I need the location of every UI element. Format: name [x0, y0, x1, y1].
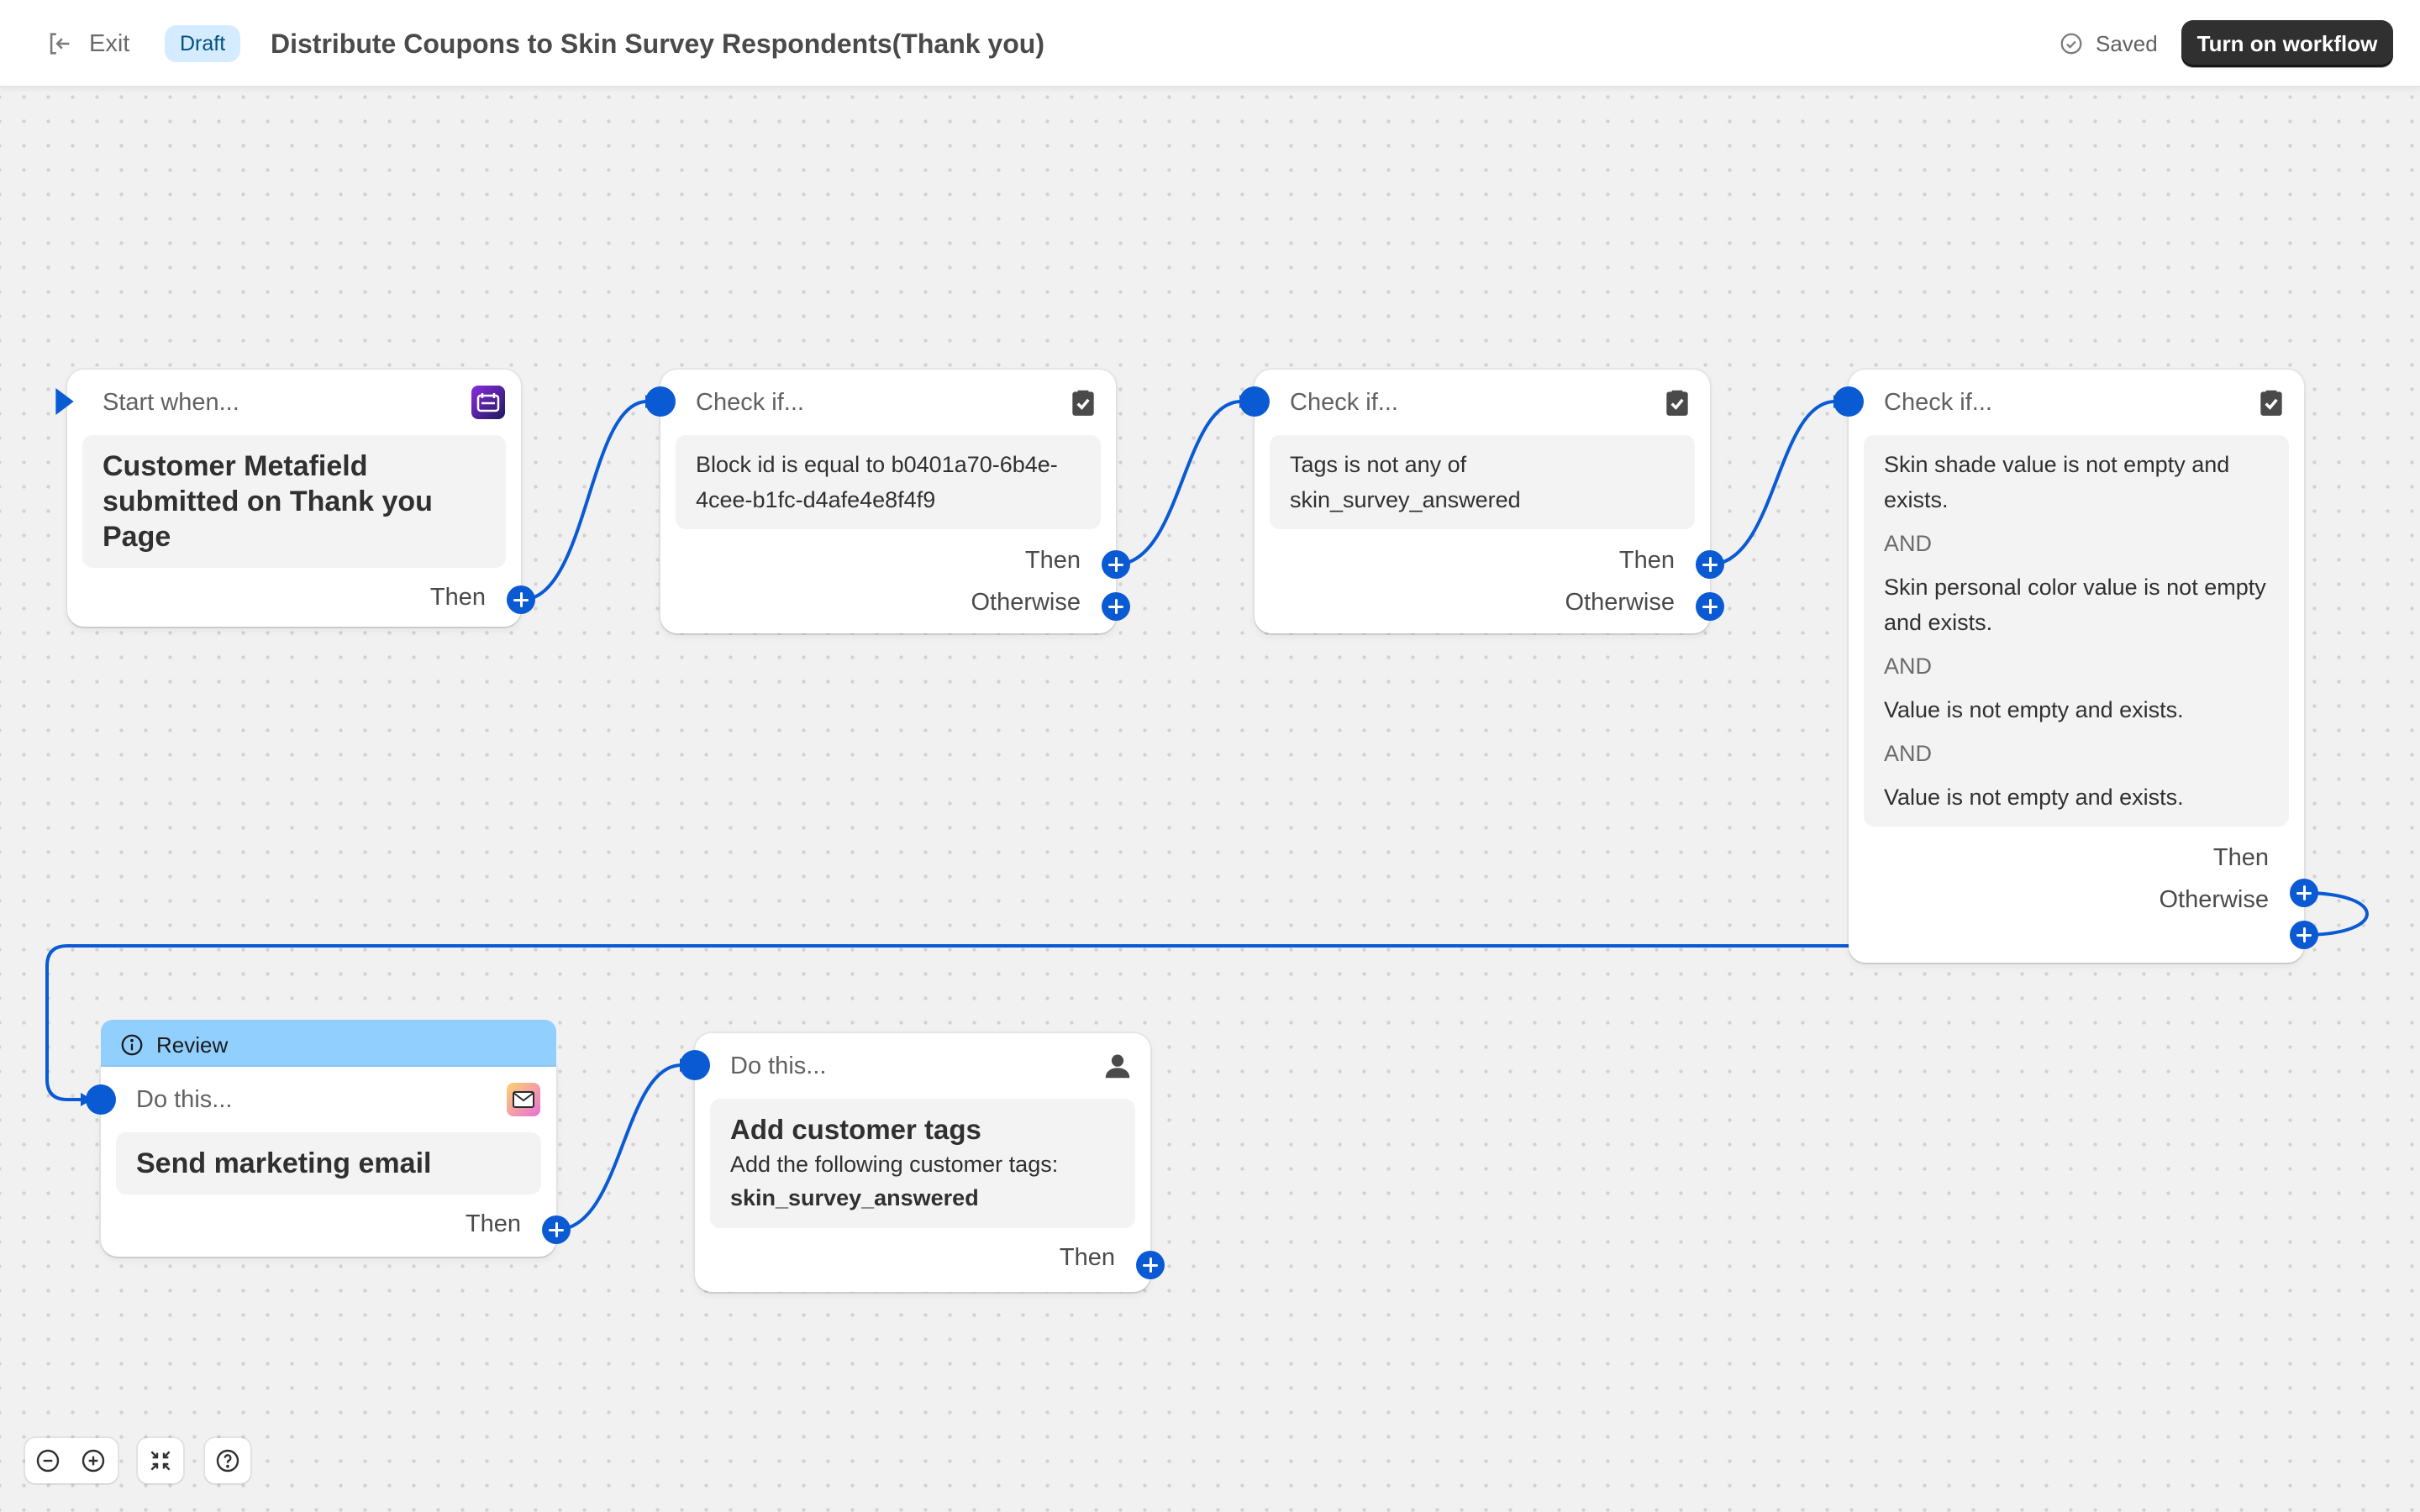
action-description: Send marketing email	[116, 1132, 541, 1194]
and-operator: AND	[1884, 741, 1933, 766]
help-button[interactable]	[205, 1438, 250, 1483]
add-then-step-button[interactable]	[2290, 879, 2318, 907]
add-then-step-button[interactable]	[1102, 550, 1130, 579]
help-control	[205, 1438, 250, 1483]
input-port	[1833, 386, 1864, 417]
condition-description: Tags is not any of skin_survey_answered	[1270, 435, 1695, 529]
tag-value: skin_survey_answered	[730, 1185, 979, 1210]
then-label: Then	[1059, 1243, 1115, 1271]
condition-clauses: Skin shade value is not empty and exists…	[1864, 435, 2289, 827]
saved-status: Saved	[2059, 25, 2158, 62]
check-circle-icon	[2060, 33, 2082, 55]
action-details: Add customer tags Add the following cust…	[710, 1099, 1135, 1228]
connector-email-to-tags	[555, 1063, 683, 1231]
action-node-add-tags[interactable]: Do this... Add customer tags Add the fol…	[680, 1033, 1165, 1292]
email-app-icon	[506, 1082, 541, 1117]
input-port	[645, 386, 676, 417]
node-heading: Start when...	[67, 370, 521, 435]
input-port	[680, 1050, 710, 1080]
condition-description: Block id is equal to b0401a70-6b4e-4cee-…	[676, 435, 1101, 529]
condition-node-1[interactable]: Check if... Block id is equal to b0401a7…	[645, 370, 1130, 633]
node-heading: Check if...	[1849, 370, 2304, 435]
zoom-in-icon	[82, 1449, 105, 1473]
turn-on-workflow-button[interactable]: Turn on workflow	[2181, 20, 2393, 67]
condition-heading: Check if...	[696, 388, 804, 416]
condition-clause: Value is not empty and exists.	[1884, 785, 2184, 810]
zoom-out-icon	[36, 1449, 60, 1473]
add-then-step-button[interactable]	[542, 1215, 571, 1244]
review-label: Review	[156, 1032, 229, 1058]
zoom-controls	[25, 1438, 118, 1483]
condition-heading: Check if...	[1290, 388, 1398, 416]
clipboard-check-icon	[2254, 385, 2289, 420]
exit-button[interactable]: Exit	[45, 25, 129, 62]
then-label: Then	[2212, 843, 2269, 871]
and-operator: AND	[1884, 531, 1933, 556]
action-node-send-email[interactable]: Do this... Send marketing email Then	[86, 1067, 571, 1257]
fit-view-control	[138, 1438, 183, 1483]
start-flag-icon	[55, 388, 74, 415]
input-port	[86, 1084, 116, 1115]
then-label: Then	[465, 1210, 521, 1237]
node-heading: Check if...	[1255, 370, 1710, 435]
info-icon	[121, 1034, 143, 1056]
condition-clause: Value is not empty and exists.	[1884, 697, 2184, 722]
help-icon	[216, 1449, 239, 1473]
trigger-node[interactable]: Start when... Customer Metafield submitt…	[55, 370, 535, 627]
condition-clause: Skin shade value is not empty and exists…	[1884, 452, 2230, 512]
node-heading: Check if...	[660, 370, 1116, 435]
trigger-description: Customer Metafield submitted on Thank yo…	[82, 435, 506, 568]
status-badge: Draft	[165, 25, 241, 62]
action-description: Add the following customer tags:	[730, 1152, 1059, 1177]
condition-heading: Check if...	[1884, 388, 1992, 416]
action-title: Add customer tags	[730, 1114, 981, 1145]
add-otherwise-step-button[interactable]	[1696, 592, 1724, 621]
input-port	[1239, 386, 1270, 417]
workflow-title[interactable]: Distribute Coupons to Skin Survey Respon…	[271, 28, 1044, 59]
add-then-step-button[interactable]	[1136, 1251, 1165, 1279]
add-then-step-button[interactable]	[507, 585, 535, 614]
action-heading: Do this...	[136, 1085, 233, 1113]
otherwise-label: Otherwise	[971, 588, 1081, 616]
then-label: Then	[1618, 546, 1675, 574]
add-otherwise-step-button[interactable]	[2290, 921, 2318, 949]
add-then-step-button[interactable]	[1696, 550, 1724, 579]
then-label: Then	[1024, 546, 1081, 574]
fit-view-icon	[150, 1451, 171, 1471]
exit-icon	[50, 33, 70, 55]
action-heading: Do this...	[730, 1052, 827, 1079]
node-heading: Do this...	[101, 1067, 556, 1132]
fit-view-button[interactable]	[138, 1438, 183, 1483]
connector-check1-to-check2	[1114, 400, 1243, 566]
clipboard-check-icon	[1660, 385, 1695, 420]
clipboard-check-icon	[1065, 385, 1101, 420]
and-operator: AND	[1884, 654, 1933, 679]
condition-node-2[interactable]: Check if... Tags is not any of skin_surv…	[1239, 370, 1724, 633]
condition-node-3[interactable]: Check if... Skin shade value is not empt…	[1833, 370, 2318, 963]
top-bar: Exit Draft Distribute Coupons to Skin Su…	[0, 0, 2420, 87]
connector-trigger-to-check1	[520, 400, 649, 601]
saved-label: Saved	[2096, 30, 2158, 56]
otherwise-label: Otherwise	[1565, 588, 1675, 616]
exit-label: Exit	[89, 29, 130, 57]
zoom-in-button[interactable]	[71, 1438, 116, 1483]
otherwise-label: Otherwise	[2159, 885, 2269, 913]
condition-clause: Skin personal color value is not empty a…	[1884, 575, 2266, 635]
person-icon	[1100, 1048, 1135, 1084]
then-label: Then	[429, 583, 486, 611]
zoom-out-button[interactable]	[25, 1438, 71, 1483]
add-otherwise-step-button[interactable]	[1102, 592, 1130, 621]
connector-check2-to-check3	[1708, 400, 1837, 566]
review-banner[interactable]: Review	[101, 1020, 556, 1070]
trigger-heading: Start when...	[103, 388, 239, 416]
flow-app-icon	[471, 385, 506, 420]
node-heading: Do this...	[695, 1033, 1150, 1099]
